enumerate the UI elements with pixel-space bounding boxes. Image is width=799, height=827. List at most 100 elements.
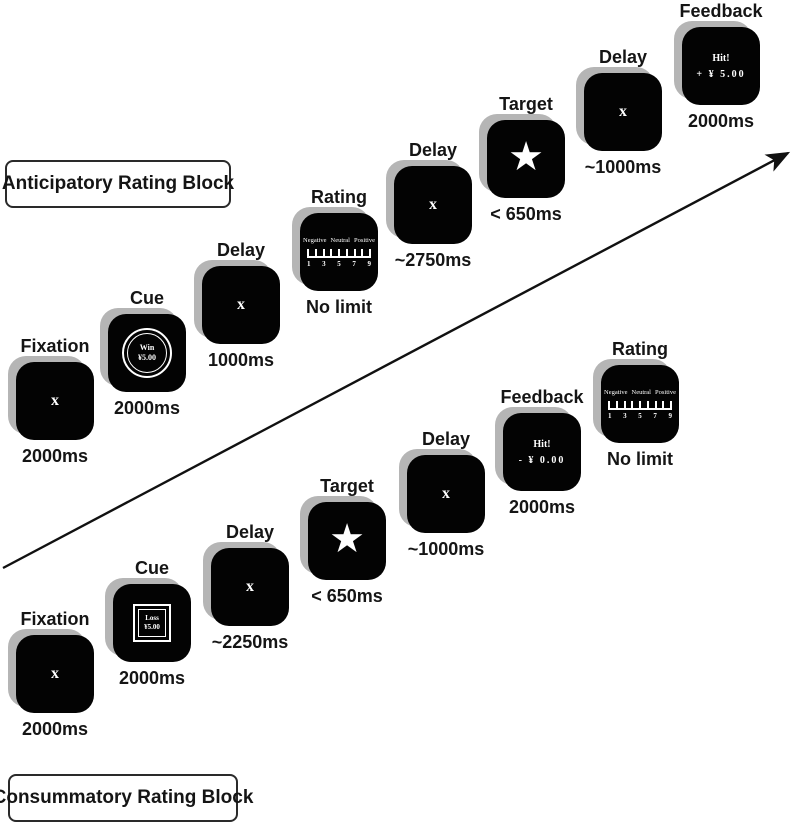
anchor-positive: Positive: [655, 388, 676, 396]
trial-anticipatory-delay1: Delay x 1000ms: [193, 240, 289, 371]
trial-label: Delay: [408, 140, 458, 160]
fixation-screen: x: [16, 362, 94, 440]
delay-screen: x: [202, 266, 280, 344]
consummatory-block-label: Consummatory Rating Block: [0, 774, 253, 822]
trial-label: Cue: [129, 288, 164, 308]
trial-duration: < 650ms: [311, 586, 383, 606]
rating-anchors: Negative Neutral Positive: [303, 237, 375, 244]
trial-duration: ~1000ms: [407, 539, 485, 559]
trial-label: Rating: [311, 187, 367, 207]
cue-text-line2: ¥5.00: [138, 353, 156, 362]
trial-duration: 2000ms: [508, 497, 576, 517]
trial-anticipatory-cue: Cue Win ¥5.00 2000ms: [99, 288, 195, 419]
fixation-screen: x: [16, 635, 94, 713]
trial-label: Delay: [598, 47, 648, 67]
rating-screen: Negative Neutral Positive 1 3 5 7 9: [601, 365, 679, 443]
anchor-negative: Negative: [604, 388, 628, 396]
trial-anticipatory-feedback: Feedback Hit! + ¥ 5.00 2000ms: [673, 1, 769, 132]
anchor-negative: Negative: [303, 236, 327, 244]
star-icon: ★: [329, 517, 365, 561]
trial-label: Feedback: [679, 1, 763, 21]
trial-label: Rating: [612, 339, 668, 359]
trial-duration: 2000ms: [113, 398, 181, 418]
cue-text-line2: ¥5.00: [144, 623, 160, 631]
fixation-cross: x: [442, 485, 450, 502]
trial-label: Fixation: [20, 336, 90, 356]
feedback-amount: - ¥ 0.00: [518, 454, 566, 466]
delay-screen: x: [584, 73, 662, 151]
fixation-cross: x: [619, 103, 627, 120]
trial-duration: < 650ms: [490, 204, 562, 224]
trial-anticipatory-delay2: Delay x ~2750ms: [385, 140, 481, 271]
win-cue-circle-inner: Win ¥5.00: [127, 333, 167, 373]
cue-text-line1: Loss: [145, 614, 159, 623]
anchor-neutral: Neutral: [330, 236, 351, 244]
rating-screen: Negative Neutral Positive 1 3 5 7 9: [300, 213, 378, 291]
loss-cue-square: Loss ¥5.00: [133, 604, 171, 642]
trial-consummatory-fixation: Fixation x 2000ms: [7, 609, 103, 740]
trial-consummatory-feedback: Feedback Hit! - ¥ 0.00 2000ms: [494, 387, 590, 518]
trial-consummatory-cue: Cue Loss ¥5.00 2000ms: [104, 558, 200, 689]
star-icon: ★: [508, 135, 544, 179]
trial-label: Target: [320, 476, 374, 496]
trial-consummatory-target: Target ★ < 650ms: [299, 476, 395, 607]
trial-label: Delay: [421, 429, 471, 449]
trial-duration: 1000ms: [207, 350, 275, 370]
trial-label: Delay: [216, 240, 266, 260]
trial-duration: ~1000ms: [584, 157, 662, 177]
feedback-text: Hit! + ¥ 5.00: [696, 53, 745, 80]
anchor-positive: Positive: [354, 236, 375, 244]
feedback-screen: Hit! - ¥ 0.00: [503, 413, 581, 491]
feedback-screen: Hit! + ¥ 5.00: [682, 27, 760, 105]
trial-duration: No limit: [306, 297, 372, 317]
trial-duration: 2000ms: [118, 668, 186, 688]
trial-anticipatory-delay3: Delay x ~1000ms: [575, 47, 671, 178]
trial-duration: ~2250ms: [211, 632, 289, 652]
target-screen: ★: [487, 120, 565, 198]
delay-screen: x: [211, 548, 289, 626]
feedback-amount: + ¥ 5.00: [696, 68, 746, 80]
trial-duration: ~2750ms: [394, 250, 472, 270]
rating-numbers: 1 3 5 7 9: [307, 259, 371, 268]
feedback-hit: Hit!: [533, 438, 551, 450]
cue-screen: Loss ¥5.00: [113, 584, 191, 662]
loss-cue-square-inner: Loss ¥5.00: [138, 609, 166, 637]
trial-duration: 2000ms: [687, 111, 755, 131]
rating-scale: Negative Neutral Positive 1 3 5 7 9: [300, 237, 378, 268]
target-screen: ★: [308, 502, 386, 580]
fixation-cross: x: [246, 578, 254, 595]
fixation-cross: x: [429, 196, 437, 213]
delay-screen: x: [407, 455, 485, 533]
fixation-cross: x: [51, 665, 59, 682]
feedback-hit: Hit!: [712, 52, 730, 64]
cue-screen: Win ¥5.00: [108, 314, 186, 392]
trial-label: Target: [499, 94, 553, 114]
trial-duration: No limit: [607, 449, 673, 469]
cue-text-line1: Win: [139, 343, 155, 352]
anchor-neutral: Neutral: [631, 388, 652, 396]
rating-scale: Negative Neutral Positive 1 3 5 7 9: [601, 389, 679, 420]
trial-label: Delay: [225, 522, 275, 542]
rating-numbers: 1 3 5 7 9: [608, 411, 672, 420]
trial-label: Cue: [134, 558, 169, 578]
trial-consummatory-rating: Rating Negative Neutral Positive 1 3 5 7…: [592, 339, 688, 470]
rating-ticks: [307, 248, 371, 258]
trial-anticipatory-target: Target ★ < 650ms: [478, 94, 574, 225]
win-cue-circle: Win ¥5.00: [122, 328, 172, 378]
trial-label: Feedback: [500, 387, 584, 407]
fixation-cross: x: [51, 392, 59, 409]
trial-consummatory-delay2: Delay x ~1000ms: [398, 429, 494, 560]
rating-ticks: [608, 400, 672, 410]
delay-screen: x: [394, 166, 472, 244]
anticipatory-block-label: Anticipatory Rating Block: [2, 160, 234, 208]
trial-anticipatory-fixation: Fixation x 2000ms: [7, 336, 103, 467]
trial-duration: 2000ms: [21, 446, 89, 466]
fixation-cross: x: [237, 296, 245, 313]
trial-consummatory-delay1: Delay x ~2250ms: [202, 522, 298, 653]
trial-label: Fixation: [20, 609, 90, 629]
trial-anticipatory-rating: Rating Negative Neutral Positive 1 3 5 7…: [291, 187, 387, 318]
feedback-text: Hit! - ¥ 0.00: [519, 439, 566, 466]
trial-duration: 2000ms: [21, 719, 89, 739]
